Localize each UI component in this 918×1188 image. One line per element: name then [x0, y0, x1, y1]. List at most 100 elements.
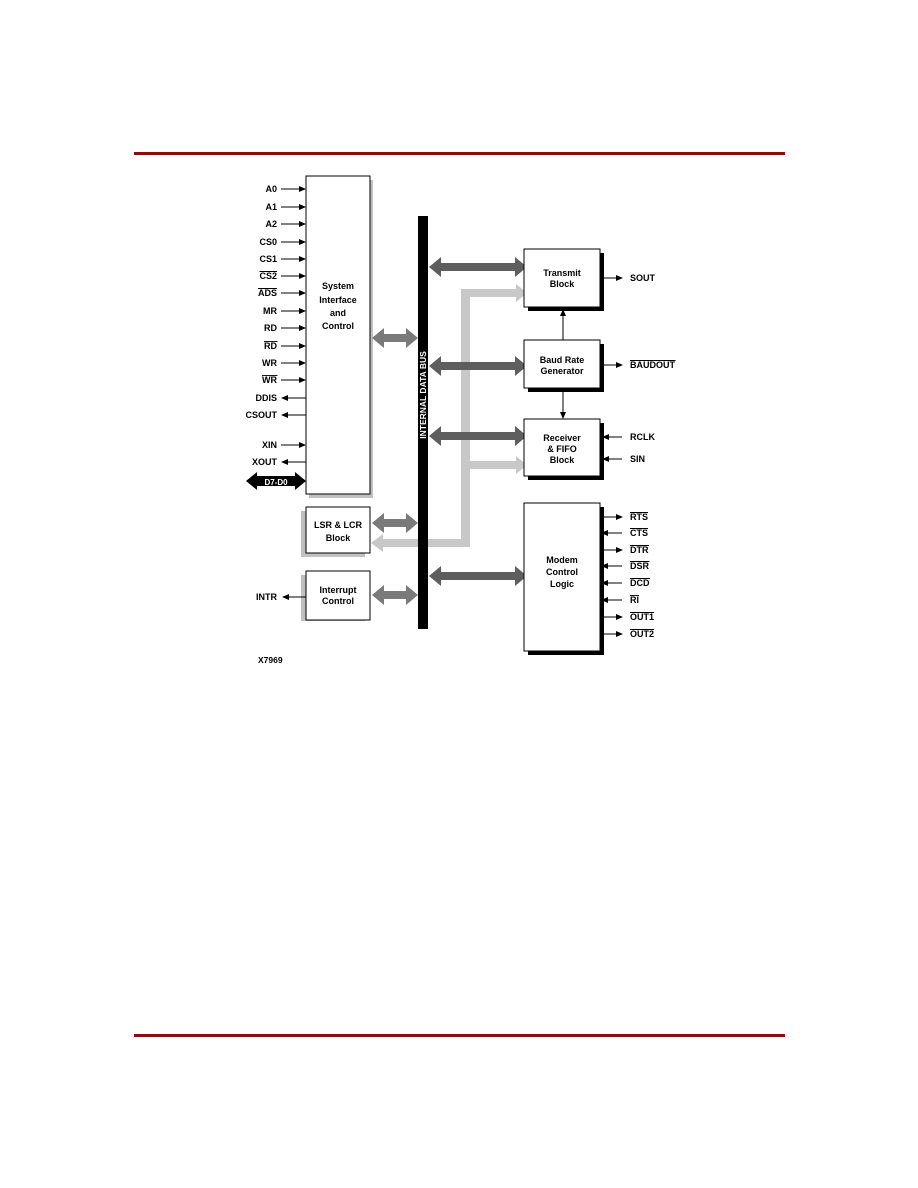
transmit-block-label: Transmit Block: [543, 268, 581, 289]
rclk-signal: RCLK: [602, 432, 655, 442]
bus-label: INTERNAL DATA BUS: [418, 351, 428, 439]
sin-label: SIN: [630, 454, 645, 464]
d7-d0-bus-arrow: D7-D0: [246, 472, 306, 490]
footer-rule: [134, 1034, 785, 1037]
signal-cs2: CS2: [259, 271, 306, 281]
signal-ddis-label: DDIS: [255, 393, 277, 403]
svg-text:System: System: [322, 281, 354, 291]
modem-signal-dcd-label: DCD: [630, 578, 650, 588]
svg-text:Generator: Generator: [540, 366, 584, 376]
interrupt-block-label: Interrupt Control: [320, 585, 357, 606]
signal-ddis: DDIS: [255, 393, 306, 403]
signal-wr-n-label: WR: [262, 375, 277, 385]
signal-xin: XIN: [262, 440, 306, 450]
signal-a0-label: A0: [265, 184, 277, 194]
svg-text:Interface: Interface: [319, 295, 357, 305]
sout-label: SOUT: [630, 273, 656, 283]
baudout-signal: BAUDOUT: [604, 360, 676, 370]
svg-text:Block: Block: [550, 455, 576, 465]
modem-block-label: Modem Control Logic: [546, 555, 578, 589]
modem-signal-cts: CTS: [601, 528, 648, 538]
baud-block-label: Baud Rate Generator: [540, 355, 585, 376]
svg-text:Control: Control: [322, 596, 354, 606]
signal-rd-label: RD: [264, 323, 277, 333]
intr-label: INTR: [256, 592, 277, 602]
receiver-bus-arrow: [429, 426, 527, 446]
interrupt-control-block: [305, 570, 371, 621]
modem-signal-dsr-label: DSR: [630, 561, 650, 571]
d7-d0-label: D7-D0: [264, 478, 288, 487]
signal-cs1: CS1: [259, 254, 306, 264]
svg-text:& FIFO: & FIFO: [547, 444, 577, 454]
signal-wr-n: WR: [262, 375, 306, 385]
signal-cs1-label: CS1: [259, 254, 277, 264]
signal-csout: CSOUT: [246, 410, 306, 420]
modem-signal-out2: OUT2: [601, 629, 655, 639]
signal-a1-label: A1: [265, 202, 277, 212]
svg-text:Control: Control: [322, 321, 354, 331]
signal-mr: MR: [263, 306, 306, 316]
signal-a2-label: A2: [265, 219, 277, 229]
signal-xin-label: XIN: [262, 440, 277, 450]
bus-arrows: [372, 257, 527, 605]
svg-text:Baud Rate: Baud Rate: [540, 355, 585, 365]
baud-bus-arrow: [429, 356, 527, 376]
signal-a1: A1: [265, 202, 306, 212]
modem-bus-arrow: [429, 566, 527, 586]
internal-data-bus: [418, 216, 428, 629]
modem-signal-ri-label: RI: [630, 595, 639, 605]
signal-rd: RD: [264, 323, 306, 333]
rclk-label: RCLK: [630, 432, 655, 442]
signal-a2: A2: [265, 219, 306, 229]
lsr-block-label: LSR & LCR Block: [314, 520, 362, 543]
system-block-label: System Interface and Control: [319, 281, 357, 331]
interrupt-bus-arrow: [372, 585, 418, 605]
signal-ads: ADS: [257, 288, 306, 298]
sout-signal: SOUT: [604, 273, 656, 283]
svg-text:and: and: [330, 308, 346, 318]
signal-xout-label: XOUT: [252, 457, 278, 467]
svg-text:Block: Block: [326, 533, 352, 543]
modem-signal-out2-label: OUT2: [630, 629, 654, 639]
modem-signal-dtr: DTR: [601, 545, 649, 555]
modem-signal-dtr-label: DTR: [630, 545, 649, 555]
modem-signal-cts-label: CTS: [630, 528, 648, 538]
svg-text:Receiver: Receiver: [543, 433, 581, 443]
signal-rd-n-label: RD: [264, 341, 277, 351]
svg-text:Transmit: Transmit: [543, 268, 581, 278]
signal-cs0: CS0: [259, 237, 306, 247]
signal-mr-label: MR: [263, 306, 277, 316]
signal-csout-label: CSOUT: [246, 410, 278, 420]
transmit-bus-arrow: [429, 257, 527, 277]
signal-cs2-label: CS2: [259, 271, 277, 281]
svg-text:Block: Block: [550, 279, 576, 289]
modem-signal-out1: OUT1: [601, 612, 655, 622]
signal-xout: XOUT: [252, 457, 306, 467]
signal-ads-label: ADS: [258, 288, 277, 298]
svg-text:Modem: Modem: [546, 555, 578, 565]
baud-rate-generator-block: [523, 339, 601, 389]
lsr-bus-arrow: [372, 513, 418, 533]
signal-rd-n: RD: [264, 341, 306, 351]
modem-signal-rts: RTS: [601, 512, 648, 522]
system-interface-block: [305, 175, 371, 495]
lsr-lcr-block: [305, 506, 371, 554]
intr-signal: INTR: [256, 592, 306, 602]
modem-signal-dsr: DSR: [601, 561, 650, 571]
sin-signal: SIN: [602, 454, 645, 464]
signal-wr-label: WR: [262, 358, 277, 368]
figure-id: X7969: [258, 655, 283, 665]
svg-text:LSR & LCR: LSR & LCR: [314, 520, 362, 530]
header-rule: [134, 152, 785, 155]
modem-signal-out1-label: OUT1: [630, 612, 654, 622]
svg-text:Interrupt: Interrupt: [320, 585, 357, 595]
signal-wr: WR: [262, 358, 306, 368]
serial-path-arrows: [371, 284, 527, 552]
signal-a0: A0: [265, 184, 306, 194]
svg-text:Control: Control: [546, 567, 578, 577]
receiver-fifo-block: [523, 418, 601, 477]
transmit-block: [523, 248, 601, 308]
modem-signal-rts-label: RTS: [630, 512, 648, 522]
